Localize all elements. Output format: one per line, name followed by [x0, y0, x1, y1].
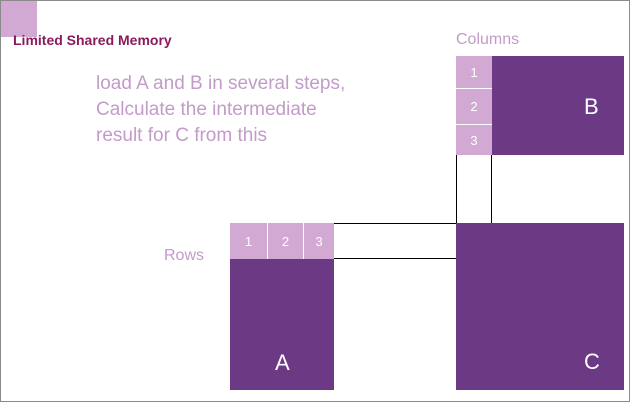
description-line-3: result for C from this	[96, 125, 268, 146]
intermediate-result-block	[1, 1, 37, 37]
columns-label: Columns	[456, 31, 520, 48]
column-step-2: 2	[456, 89, 492, 125]
row-step-1: 1	[230, 223, 268, 259]
description-line-2: Calculate the intermediate	[96, 99, 317, 120]
row-step-2: 2	[268, 223, 304, 259]
diagram-title: Limited Shared Memory	[13, 32, 172, 48]
description: load A and B in several steps, Calculate…	[96, 71, 345, 149]
rows-label: Rows	[164, 247, 205, 264]
matrix-c: C	[456, 223, 624, 390]
matrix-a-label: A	[275, 350, 290, 375]
connector-line-vertical-left	[456, 155, 457, 223]
connector-line-vertical-right	[491, 155, 492, 223]
row-step-3: 3	[304, 223, 334, 259]
connector-line-horizontal-bottom	[334, 258, 456, 259]
matrix-b: B	[492, 56, 624, 155]
matrix-a: A	[230, 259, 334, 390]
matrix-c-label: C	[584, 349, 600, 374]
description-line-1: load A and B in several steps,	[96, 73, 346, 94]
matrix-b-label: B	[584, 94, 599, 119]
column-step-3: 3	[456, 125, 492, 155]
column-step-1: 1	[456, 56, 492, 89]
connector-line-horizontal-top	[334, 223, 456, 224]
